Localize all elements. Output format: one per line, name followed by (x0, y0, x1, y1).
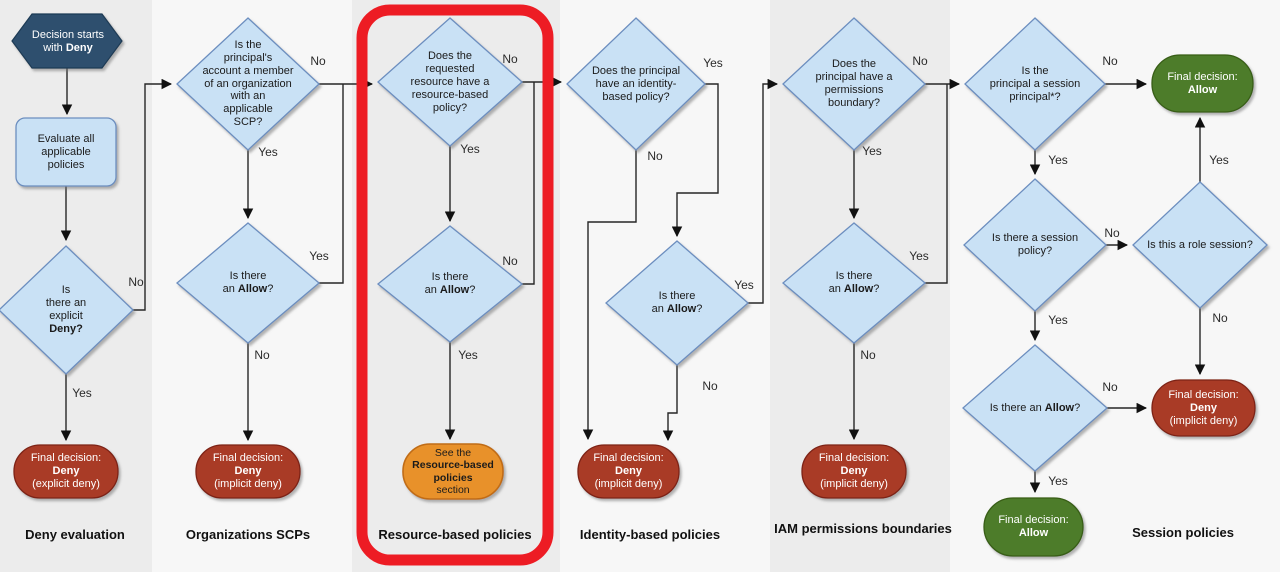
decision-diamond-session-allow (962, 344, 1108, 472)
final-boundary-deny-text: Final decision: Deny (implicit deny) (818, 452, 890, 490)
edge-label: Yes (862, 144, 882, 158)
edge-label: Yes (72, 386, 92, 400)
edge-label: No (1102, 54, 1118, 68)
boundary-question: Does the principal have a permissions bo… (815, 58, 893, 109)
resource-policy-question: Does the requested resource have a resou… (410, 49, 490, 114)
final-oval-scp-deny (195, 444, 301, 499)
start-line-2: with Deny (43, 42, 93, 54)
edge-label: Yes (734, 278, 754, 292)
edge-label: No (860, 348, 876, 362)
connector-lines (60, 68, 1206, 494)
edge-identity-allow-no (662, 365, 678, 442)
final-explicit-deny-text: Final decision: Deny (explicit deny) (30, 452, 102, 490)
final-allow-bottom-text: Final decision: Allow (998, 514, 1069, 539)
final-oval-identity-deny (577, 444, 680, 499)
edge-label: Yes (1209, 153, 1229, 167)
start-line-1: Decision starts (31, 29, 105, 41)
edge-label: No (1212, 311, 1228, 325)
final-oval-session-deny (1151, 379, 1256, 437)
decision-diamond-session-policy (963, 178, 1107, 312)
final-scp-deny-text: Final decision: Deny (implicit deny) (212, 452, 284, 490)
role-session-question: Is this a role session? (1147, 238, 1253, 251)
decision-diamond-identity-policy (566, 17, 706, 151)
process-node-text: Evaluate all applicable policies (37, 132, 95, 171)
column-label-iam-permissions-boundaries: IAM permissions boundaries (774, 521, 952, 536)
edge-label: No (254, 348, 270, 362)
decision-diamond-scp (176, 17, 320, 151)
edge-label: Yes (1048, 313, 1068, 327)
edge-label: No (502, 52, 518, 66)
column-label-session-policies: Session policies (1132, 525, 1234, 540)
edge-identity-allow-yes (748, 78, 779, 304)
edge-label: No (702, 379, 718, 393)
edge-label: No (128, 275, 144, 289)
decision-diamond-boundary (782, 17, 926, 151)
process-box-evaluate (15, 117, 117, 187)
final-session-deny-text: Final decision: Deny (implicit deny) (1168, 388, 1239, 427)
decision-diamond-resource-policy (377, 17, 523, 147)
edge-boundary-allow-yes-merge (925, 84, 948, 284)
edge-label: Yes (1048, 153, 1068, 167)
column-label-identity-based-policies: Identity-based policies (579, 527, 721, 542)
final-oval-allow-bottom (983, 497, 1084, 557)
column-label-deny-evaluation: Deny evaluation (25, 527, 125, 542)
decision-diamond-boundary-allow (781, 222, 927, 344)
final-oval-boundary-deny (801, 444, 907, 499)
edge-label: No (647, 149, 663, 163)
final-identity-deny-text: Final decision: Deny (implicit deny) (593, 452, 664, 490)
edge-identity-no (582, 150, 637, 441)
decision-diamond-session-principal (964, 17, 1106, 151)
edge-label: Yes (460, 142, 480, 156)
explicit-deny-question: Is there an explicit Deny? (45, 284, 87, 335)
edge-label: Yes (909, 249, 929, 263)
column-label-resource-based-policies: Resource-based policies (378, 527, 532, 542)
final-allow-top-text: Final decision: Allow (1167, 70, 1238, 96)
edge-label: No (1102, 380, 1118, 394)
decision-diamond-scp-allow (175, 222, 321, 344)
session-policy-question: Is there a session policy? (991, 232, 1079, 257)
boundary-allow-question: Is there an Allow? (828, 270, 880, 295)
decision-diamond-resource-allow (376, 225, 524, 343)
column-label-organizations-scps: Organizations SCPs (185, 527, 311, 542)
edge-label: Yes (703, 56, 723, 70)
edge-label: No (1104, 226, 1120, 240)
edge-label: No (310, 54, 326, 68)
reference-oval-resource-section (402, 443, 504, 500)
decision-diamond-role-session (1132, 181, 1268, 309)
edge-scp-allow-yes-merge (319, 84, 344, 284)
edge-label: Yes (258, 145, 278, 159)
decision-diamond-explicit-deny (0, 245, 134, 375)
identity-allow-question: Is there an Allow? (651, 290, 703, 315)
final-oval-explicit-deny (13, 444, 119, 499)
decision-diamond-identity-allow (605, 240, 749, 366)
start-node-text: Decision starts with Deny (14, 16, 122, 68)
edge-identity-yes (671, 83, 719, 238)
start-hexagon (11, 13, 123, 69)
session-allow-question: Is there an Allow? (989, 401, 1081, 414)
edge-label: Yes (309, 249, 329, 263)
edge-resource-allow-no-merge (522, 82, 535, 285)
identity-policy-question: Does the principal have an identity- bas… (591, 64, 681, 103)
resource-section-reference-text: See the Resource-based policies section (412, 446, 494, 496)
edge-explicit-deny-no (133, 78, 173, 311)
edge-label: No (912, 54, 928, 68)
scp-allow-question: Is there an Allow? (222, 270, 274, 295)
scp-question: Is the principal's account a member of a… (202, 39, 294, 128)
resource-allow-question: Is there an Allow? (424, 271, 476, 296)
highlight-box-resource-based-policies (356, 4, 554, 566)
session-principal-question: Is the principal a session principal*? (989, 64, 1081, 103)
edge-label: Yes (1048, 474, 1068, 488)
edge-label: No (502, 254, 518, 268)
final-oval-allow-top (1151, 54, 1254, 113)
edge-label: Yes (458, 348, 478, 362)
